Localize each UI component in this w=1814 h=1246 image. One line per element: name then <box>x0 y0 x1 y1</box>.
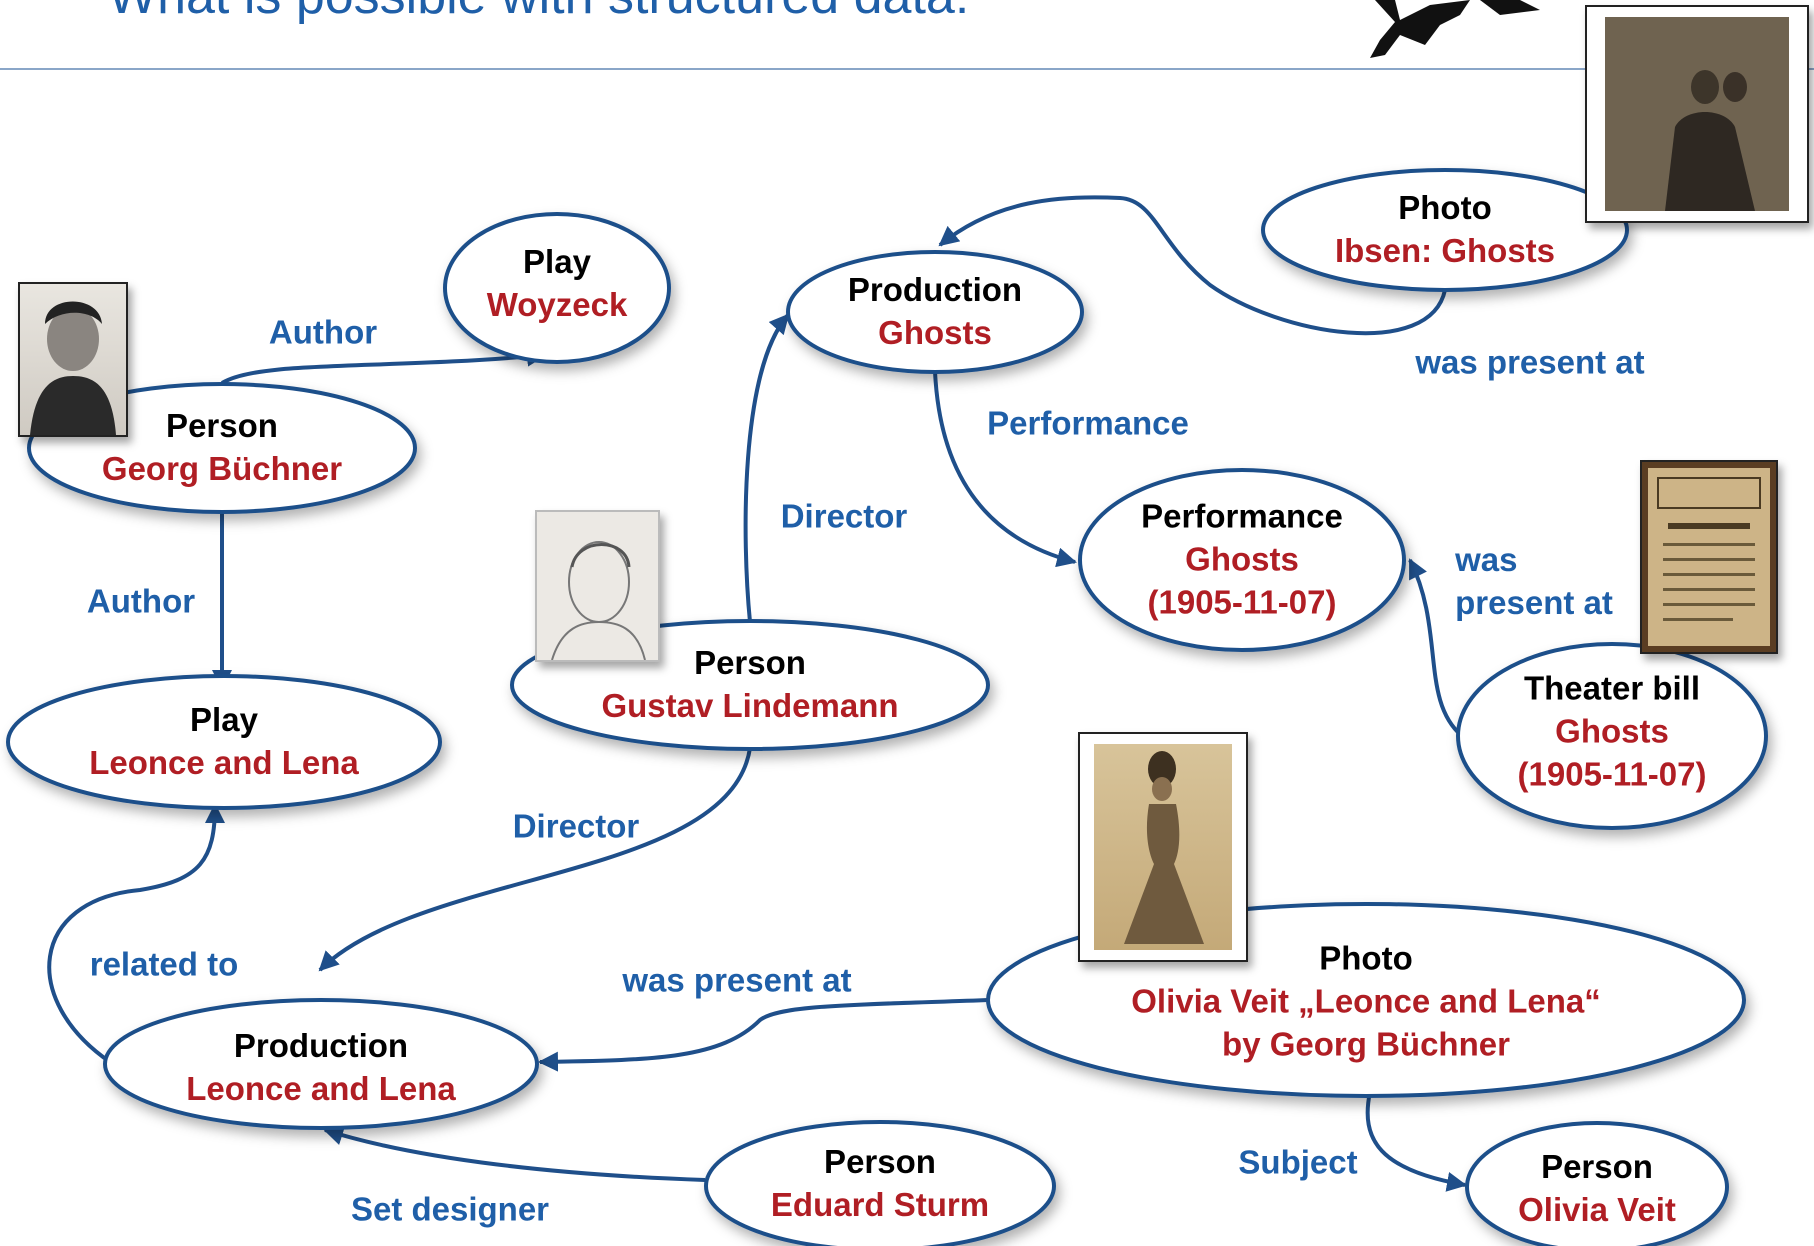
node-person-lindemann-label: Person Gustav Lindemann <box>601 642 898 728</box>
node-name: Ibsen: Ghosts <box>1334 232 1556 269</box>
edge-label-director-leonce: Director <box>512 807 640 845</box>
node-type: Person <box>824 1143 936 1181</box>
node-name-date: (1905-11-07) <box>1147 583 1337 621</box>
node-performance-ghosts-label: Performance Ghosts (1905-11-07) <box>1141 496 1343 625</box>
edge-director-leonce <box>318 747 752 972</box>
node-name: Leonce and Lena <box>89 744 359 781</box>
title-divider <box>0 68 1814 70</box>
veit-costume-photo <box>1078 732 1248 962</box>
node-type: Person <box>1541 1148 1653 1186</box>
node-type: Play <box>190 701 258 739</box>
theater-bill-scan <box>1640 460 1778 654</box>
node-production-ghosts <box>786 250 1084 374</box>
node-name: Eduard Sturm <box>770 1186 990 1223</box>
node-play-woyzeck <box>443 212 671 364</box>
node-play-woyzeck-label: Play Woyzeck <box>487 241 628 327</box>
node-performance-ghosts <box>1078 468 1406 652</box>
node-name: Olivia Veit <box>1518 1191 1676 1228</box>
edge-label-bill-present: was present at <box>1455 539 1613 625</box>
node-person-veit-label: Person Olivia Veit <box>1518 1146 1676 1232</box>
edge-label-line: was <box>1455 541 1518 579</box>
node-photo-ibsen <box>1261 168 1629 292</box>
node-type: Theater bill <box>1523 669 1701 707</box>
node-person-sturm <box>704 1120 1056 1246</box>
node-name: Ghosts <box>878 314 992 351</box>
node-type: Person <box>166 407 278 445</box>
edge-related-to <box>47 803 225 1064</box>
node-theater-bill-label: Theater bill Ghosts (1905-11-07) <box>1518 668 1707 797</box>
node-type: Production <box>847 271 1023 309</box>
node-name: Ghosts <box>1555 712 1669 750</box>
edge-label-author-woyzeck: Author <box>268 313 378 351</box>
node-name-date: (1905-11-07) <box>1517 755 1707 793</box>
edge-label-author-leonce: Author <box>86 582 196 620</box>
node-play-leonce-label: Play Leonce and Lena <box>89 699 359 785</box>
node-name: Gustav Lindemann <box>601 687 899 724</box>
node-name: Olivia Veit „Leonce and Lena“ <box>1131 982 1601 1020</box>
edge-label-director-ghosts: Director <box>780 497 908 535</box>
node-type: Production <box>233 1027 409 1065</box>
node-production-leonce-label: Production Leonce and Lena <box>186 1025 456 1111</box>
node-photo-veit-label: Photo Olivia Veit „Leonce and Lena“ by G… <box>1131 938 1600 1067</box>
page-title: What is possible with structured data: <box>108 0 969 26</box>
edge-author-woyzeck <box>220 346 547 385</box>
edge-label-performance: Performance <box>987 404 1189 442</box>
edge-label-photo-present-ghosts: was present at <box>1415 343 1645 381</box>
edge-performance <box>933 370 1077 568</box>
edge-director-ghosts <box>743 313 790 623</box>
edge-subject <box>1365 1091 1467 1192</box>
node-theater-bill <box>1456 642 1768 830</box>
node-name: Ghosts <box>1185 540 1299 578</box>
edge-label-subject: Subject <box>1238 1143 1358 1181</box>
lindemann-portrait <box>535 510 660 662</box>
node-type: Play <box>523 243 591 281</box>
node-type: Person <box>694 644 806 682</box>
node-person-buechner-label: Person Georg Büchner <box>102 405 342 491</box>
edge-label-line: present at <box>1455 584 1613 621</box>
edge-photo-present-leonce <box>538 998 991 1072</box>
node-photo-ibsen-label: Photo Ibsen: Ghosts <box>1335 187 1555 273</box>
edge-bill-present <box>1408 558 1464 738</box>
node-person-veit <box>1465 1121 1729 1246</box>
edge-set-designer <box>323 1125 706 1182</box>
node-name: Leonce and Lena <box>186 1070 456 1107</box>
node-person-sturm-label: Person Eduard Sturm <box>771 1141 989 1227</box>
edge-label-set-designer: Set designer <box>350 1190 550 1228</box>
node-production-leonce <box>103 998 539 1130</box>
node-name: Georg Büchner <box>101 450 343 487</box>
buechner-portrait <box>18 282 128 437</box>
node-play-leonce <box>6 674 442 810</box>
edge-label-related-to: related to <box>89 945 239 983</box>
node-type: Photo <box>1398 189 1492 227</box>
edge-photo-present-ghosts <box>938 195 1447 336</box>
dancer-logo-icon <box>1370 0 1540 58</box>
ibsen-stage-photo <box>1585 5 1809 223</box>
node-type: Photo <box>1319 939 1413 977</box>
node-name-line2: by Georg Büchner <box>1222 1025 1510 1063</box>
node-type: Performance <box>1141 497 1343 535</box>
node-production-ghosts-label: Production Ghosts <box>848 269 1022 355</box>
edge-label-photo-present-leonce: was present at <box>622 961 852 999</box>
node-name: Woyzeck <box>486 286 628 323</box>
